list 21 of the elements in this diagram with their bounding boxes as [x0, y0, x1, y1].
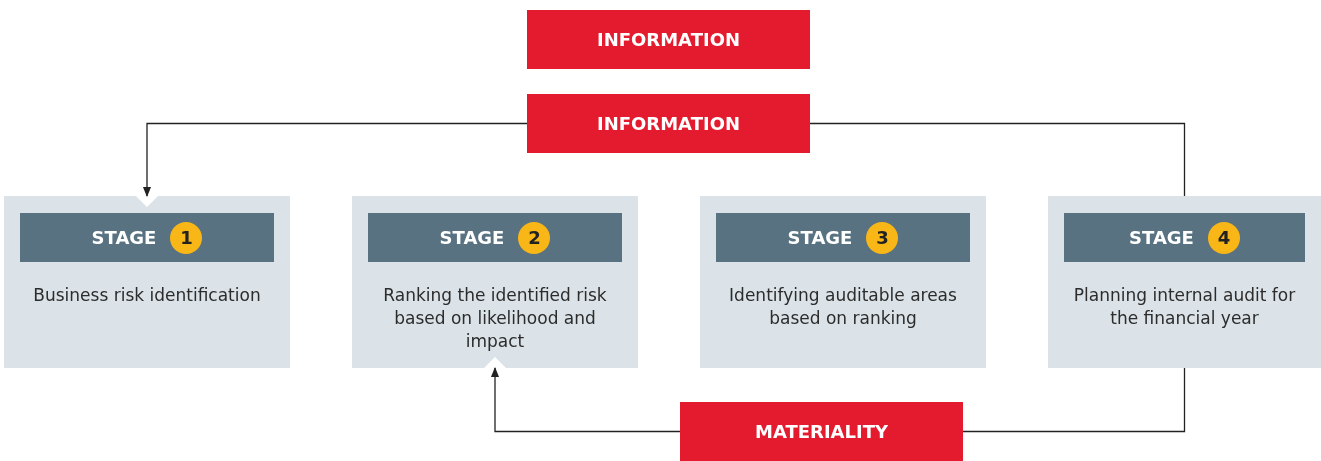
stage-description: Ranking the identified risk based on likelihood and impact [382, 284, 608, 353]
stage-number-badge: 4 [1207, 221, 1240, 254]
stage-label: STAGE [787, 227, 853, 248]
stage-number-badge: 3 [866, 221, 899, 254]
stage-label: STAGE [1129, 227, 1194, 248]
stage-number-badge: 1 [170, 221, 203, 254]
connector-arrow [490, 366, 681, 433]
stage-description: Business risk identification [32, 284, 262, 307]
stage-panel [1048, 196, 1321, 368]
connector-arrow [142, 122, 528, 198]
stage-description: Identifying auditable areas based on ranking [728, 284, 958, 330]
stage-label: STAGE [439, 227, 505, 248]
label-banner: INFORMATION [527, 10, 810, 69]
label-banner: INFORMATION [527, 94, 810, 153]
stage-panel [4, 196, 290, 368]
label-banner: MATERIALITY [680, 402, 963, 461]
stage-label: STAGE [91, 227, 157, 248]
stage-number-badge: 2 [518, 221, 551, 254]
stage-panel [700, 196, 986, 368]
stage-description: Planning internal audit for the financial year [1072, 284, 1297, 330]
stage-panel [352, 196, 638, 368]
